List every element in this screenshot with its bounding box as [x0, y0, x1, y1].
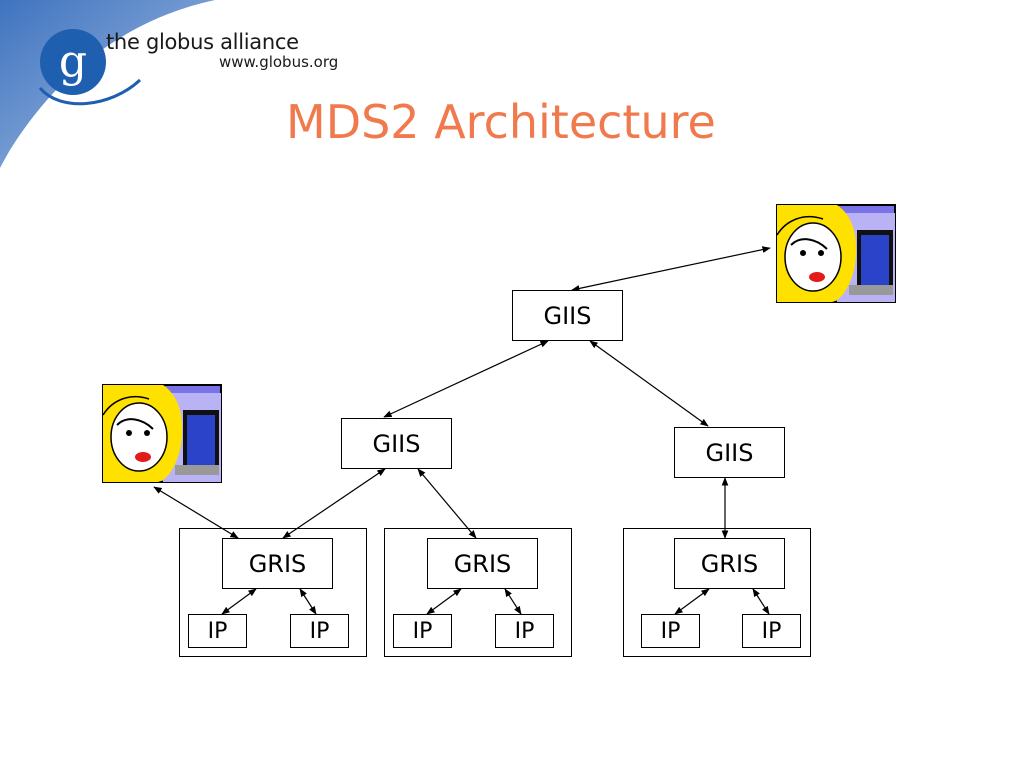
ip-node-1b: IP: [290, 614, 349, 648]
edge-gris-1-ip-1a: [221, 588, 257, 615]
ip-node-1a: IP: [188, 614, 247, 648]
connectors: [153, 246, 771, 615]
brand-name: the globus alliance: [106, 30, 299, 54]
ip-node-3b: IP: [742, 614, 801, 648]
edge-gris-2-ip-2a: [426, 588, 462, 615]
user-left-icon: [102, 384, 222, 483]
header-swoosh: [0, 0, 228, 170]
brand-url: www.globus.org: [219, 53, 339, 71]
giis-left-node: GIIS: [341, 418, 452, 469]
ip-node-2a: IP: [393, 614, 452, 648]
resource-group-2: [384, 528, 572, 657]
edge-gris-3-ip-3b: [752, 588, 770, 615]
resource-group-3: [623, 528, 811, 657]
slide-title: MDS2 Architecture: [286, 95, 716, 149]
edge-gris-3-ip-3a: [674, 588, 710, 615]
edge-user-top-giis-top: [571, 246, 771, 292]
edge-giis-top-giis-right: [589, 340, 709, 427]
globus-logo-icon: g: [38, 29, 142, 106]
ip-node-3a: IP: [641, 614, 700, 648]
edge-giis-left-gris-1: [282, 468, 386, 539]
giis-right-node: GIIS: [674, 427, 785, 478]
user-top-icon: [776, 204, 896, 303]
gris-node-2: GRIS: [427, 538, 538, 589]
edge-user-left-gris-1: [153, 486, 239, 539]
edge-gris-2-ip-2b: [504, 588, 522, 615]
edge-giis-left-gris-2: [417, 468, 477, 539]
giis-top-node: GIIS: [512, 290, 623, 341]
edge-gris-1-ip-1b: [299, 588, 317, 615]
resource-group-1: [179, 528, 367, 657]
ip-node-2b: IP: [495, 614, 554, 648]
gris-node-3: GRIS: [674, 538, 785, 589]
edge-giis-top-giis-left: [383, 340, 549, 418]
gris-node-1: GRIS: [222, 538, 333, 589]
logo-letter: g: [59, 36, 87, 87]
